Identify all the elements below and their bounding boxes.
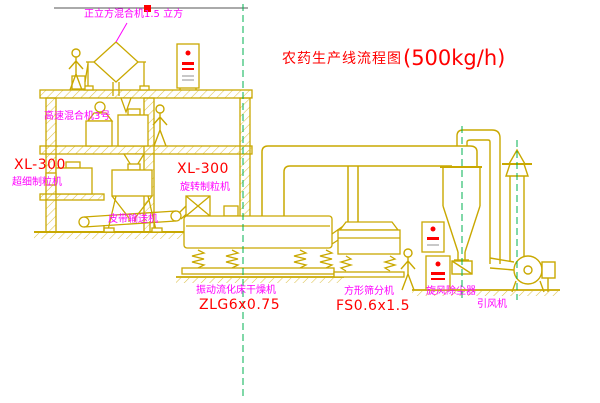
title-text: 农药生产线流程图 <box>282 51 402 67</box>
granulator-motor <box>45 172 57 186</box>
cyclone-outlet-duct <box>456 129 501 264</box>
spring-support <box>382 255 398 272</box>
label-sieve-model: FS0.6x1.5 <box>336 298 411 314</box>
label-rotary-granulator-model: XL-300 <box>177 161 229 177</box>
centerlines <box>242 4 518 396</box>
small-red-marking <box>431 272 445 275</box>
title-capacity: (500kg/h) <box>403 46 506 70</box>
label-high-speed-mixer: 高速混合机3号 <box>44 111 111 122</box>
spring-support <box>338 255 354 272</box>
spring-support <box>293 249 308 269</box>
small-red-marking <box>182 62 194 65</box>
label-cube-mixer: 正立方混合机1.5 立方 <box>84 9 184 20</box>
discharge-cone <box>122 153 146 172</box>
fine-granulator-machine <box>45 161 93 195</box>
building-column <box>239 97 251 233</box>
control-cabinet-2 <box>421 221 445 253</box>
label-fine-granulator-name: 超细制粒机 <box>12 177 62 188</box>
ground-hatch <box>34 233 258 239</box>
red-marker <box>144 5 151 12</box>
building-slab-top <box>39 89 253 99</box>
cyclone-outlet-duct <box>466 139 491 264</box>
indicator-lamp <box>435 261 441 267</box>
label-fine-granulator-model: XL-300 <box>14 157 66 173</box>
control-cabinet-1 <box>176 43 200 90</box>
building-slab-mezzanine <box>39 193 105 201</box>
operator-figure <box>152 104 168 147</box>
top-dimension-line <box>54 5 248 12</box>
rotary-granulator-machine <box>103 163 163 233</box>
fluid-bed-dryer-machine <box>176 195 344 283</box>
fan-motor <box>541 261 556 279</box>
indicator-lamp <box>430 226 436 232</box>
operator-figure <box>400 248 416 291</box>
label-belt-conveyor: 皮带输送机 <box>108 214 158 225</box>
control-cabinet-3 <box>425 255 451 291</box>
label-dryer-name: 振动流化床干燥机 <box>196 285 276 296</box>
high-speed-mixer-machine <box>85 101 114 147</box>
label-dryer-model: ZLG6x0.75 <box>199 297 281 313</box>
square-sieve-machine <box>331 221 405 278</box>
cube-mixer-machine <box>71 41 150 114</box>
small-red-marking <box>182 68 194 70</box>
exhaust-duct <box>261 145 478 222</box>
spring-support <box>225 249 240 269</box>
label-rotary-granulator-name: 旋转制粒机 <box>180 182 230 193</box>
label-leader-line <box>115 22 128 43</box>
small-red-marking <box>427 237 439 240</box>
label-fan-name: 引风机 <box>477 299 507 310</box>
diagram-title: 农药生产线流程图 (500kg/h) <box>282 46 505 70</box>
feeder-bin-machine <box>117 108 149 172</box>
cyclone-separator <box>440 129 515 275</box>
spring-support <box>191 249 206 269</box>
discharge-chute <box>120 97 132 114</box>
label-cyclone-name: 旋风除尘器 <box>426 286 476 297</box>
spring-support <box>319 249 334 269</box>
small-red-marking <box>431 278 445 280</box>
indicator-lamp <box>185 50 191 56</box>
building-slab-mid <box>39 145 253 155</box>
building-structure <box>34 89 258 239</box>
label-sieve-name: 方形筛分机 <box>344 286 394 297</box>
